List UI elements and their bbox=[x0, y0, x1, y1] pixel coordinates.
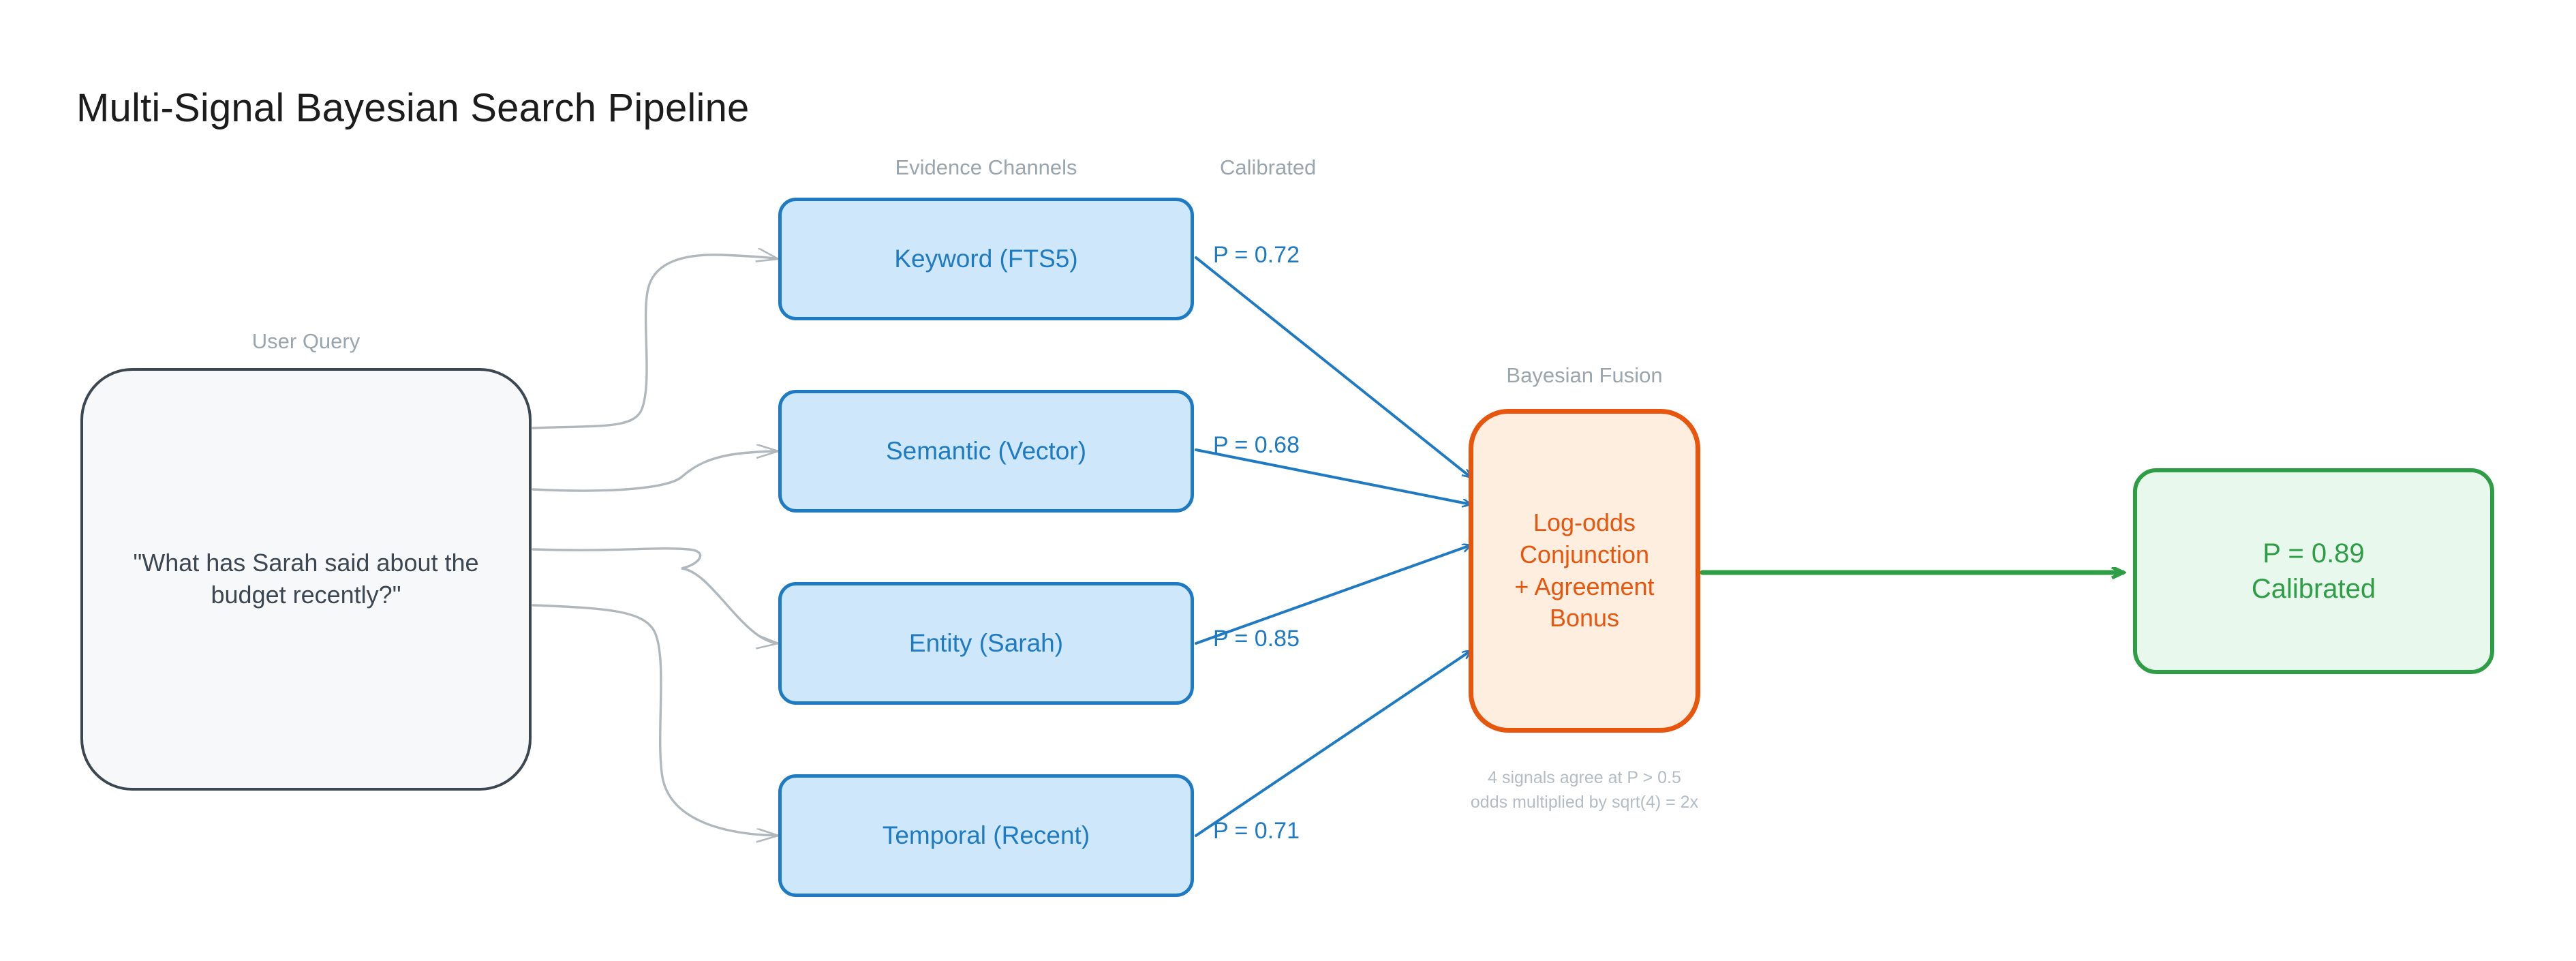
output-status: Calibrated bbox=[2251, 574, 2376, 604]
user-query-text: "What has Sarah said about the budget re… bbox=[133, 549, 479, 609]
fusion-line-3: + Agreement Bonus bbox=[1514, 572, 1655, 632]
channel-label-semantic: Semantic (Vector) bbox=[885, 436, 1087, 465]
channel-label-temporal: Temporal (Recent) bbox=[882, 821, 1090, 849]
wire-temporal-to-fusion bbox=[1195, 651, 1471, 837]
edge-label-semantic-probability: P = 0.68 bbox=[1213, 432, 1300, 458]
edge-label-keyword-probability: P = 0.72 bbox=[1213, 242, 1300, 268]
wire-query-to-semantic bbox=[532, 451, 778, 492]
fusion-line-1: Log-odds bbox=[1533, 508, 1636, 536]
wire-query-to-keyword bbox=[532, 255, 778, 429]
fusion-text-block: Log-odds Conjunction + Agreement Bonus bbox=[1483, 507, 1686, 635]
channel-label-keyword: Keyword (FTS5) bbox=[894, 244, 1078, 273]
group-label-calibrated: Calibrated bbox=[1220, 155, 1317, 179]
page-title: Multi-Signal Bayesian Search Pipeline bbox=[76, 86, 750, 130]
wire-query-to-entity bbox=[532, 547, 778, 643]
group-label-bayesian-fusion: Bayesian Fusion bbox=[1506, 363, 1663, 387]
output-text-block: P = 0.89 Calibrated bbox=[2252, 536, 2376, 607]
channel-label-entity: Entity (Sarah) bbox=[908, 628, 1064, 657]
channel-node-keyword[interactable]: Keyword (FTS5) bbox=[778, 198, 1194, 320]
fusion-line-2: Conjunction bbox=[1519, 540, 1650, 568]
edge-label-temporal-probability: P = 0.71 bbox=[1213, 818, 1300, 844]
bayesian-fusion-node[interactable]: Log-odds Conjunction + Agreement Bonus bbox=[1469, 409, 1700, 733]
channel-node-entity[interactable]: Entity (Sarah) bbox=[778, 582, 1194, 705]
group-label-evidence-channels: Evidence Channels bbox=[895, 155, 1077, 179]
channel-node-temporal[interactable]: Temporal (Recent) bbox=[778, 774, 1194, 897]
user-query-node[interactable]: "What has Sarah said about the budget re… bbox=[80, 368, 532, 791]
output-probability: P = 0.89 bbox=[2263, 538, 2365, 568]
calibrated-output-node[interactable]: P = 0.89 Calibrated bbox=[2133, 468, 2494, 674]
fusion-note: 4 signals agree at P > 0.5 odds multipli… bbox=[1470, 768, 1699, 812]
wire-query-to-temporal bbox=[532, 604, 778, 836]
wire-channels-to-fusion bbox=[1195, 256, 1471, 837]
group-label-user-query: User Query bbox=[251, 329, 361, 353]
wire-query-to-channels bbox=[532, 255, 778, 836]
channel-node-semantic[interactable]: Semantic (Vector) bbox=[778, 390, 1194, 513]
edge-label-entity-probability: P = 0.85 bbox=[1213, 626, 1300, 652]
